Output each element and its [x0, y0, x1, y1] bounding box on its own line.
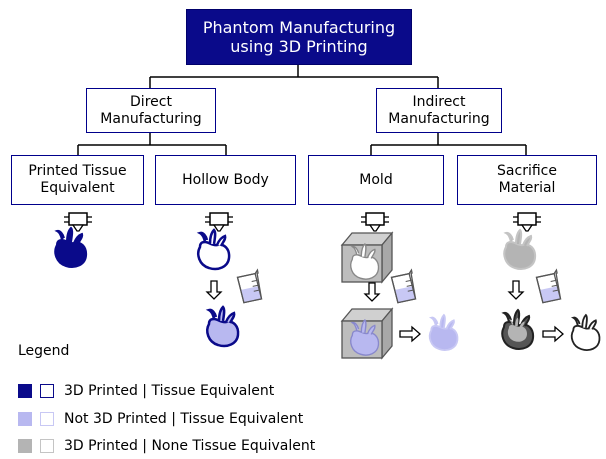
legend-item: 3D Printed | Tissue Equivalent — [18, 382, 274, 400]
arrow-down-icon — [508, 280, 524, 300]
root-node: Phantom Manufacturing using 3D Printing — [186, 9, 412, 65]
legend-item: 3D Printed | None Tissue Equivalent — [18, 437, 315, 455]
sacrifice-material-node: Sacrifice Material — [457, 155, 597, 205]
arrow-down-icon — [206, 280, 222, 300]
legend-swatch-outline — [40, 412, 54, 426]
heart-organ-icon — [501, 309, 535, 350]
printer-nozzle-icon — [204, 212, 234, 232]
printer-nozzle-icon — [63, 212, 93, 232]
beaker-icon — [535, 269, 564, 304]
arrow-right-icon — [399, 326, 421, 342]
heart-organ-icon — [206, 305, 240, 348]
legend-swatch-outline — [40, 439, 54, 453]
printer-nozzle-icon — [360, 212, 390, 232]
heart-organ-icon — [197, 228, 231, 271]
legend-title: Legend — [18, 343, 70, 359]
legend-swatch-outline — [40, 384, 54, 398]
direct-manufacturing-node: Direct Manufacturing — [86, 88, 216, 133]
printer-nozzle-icon — [512, 212, 542, 232]
printed-tissue-equivalent-node: Printed Tissue Equivalent — [11, 155, 144, 205]
mold-cube-icon — [340, 307, 394, 360]
hollow-body-node: Hollow Body — [155, 155, 296, 205]
beaker-icon — [390, 269, 419, 304]
mold-node: Mold — [308, 155, 444, 205]
mold-cube-icon — [340, 231, 394, 284]
heart-organ-icon — [428, 314, 459, 351]
legend-swatch-filled — [18, 412, 32, 426]
heart-organ-icon — [570, 314, 601, 351]
legend-item: Not 3D Printed | Tissue Equivalent — [18, 410, 303, 428]
indirect-manufacturing-node: Indirect Manufacturing — [376, 88, 502, 133]
legend-label: Not 3D Printed | Tissue Equivalent — [64, 411, 304, 427]
legend-swatch-filled — [18, 384, 32, 398]
legend-label: 3D Printed | None Tissue Equivalent — [64, 438, 316, 454]
beaker-icon — [236, 269, 265, 304]
heart-organ-icon — [503, 229, 537, 270]
heart-organ-icon — [54, 227, 88, 268]
legend-label: 3D Printed | Tissue Equivalent — [64, 383, 275, 399]
arrow-right-icon — [542, 326, 564, 342]
arrow-down-icon — [364, 282, 380, 302]
legend-swatch-filled — [18, 439, 32, 453]
